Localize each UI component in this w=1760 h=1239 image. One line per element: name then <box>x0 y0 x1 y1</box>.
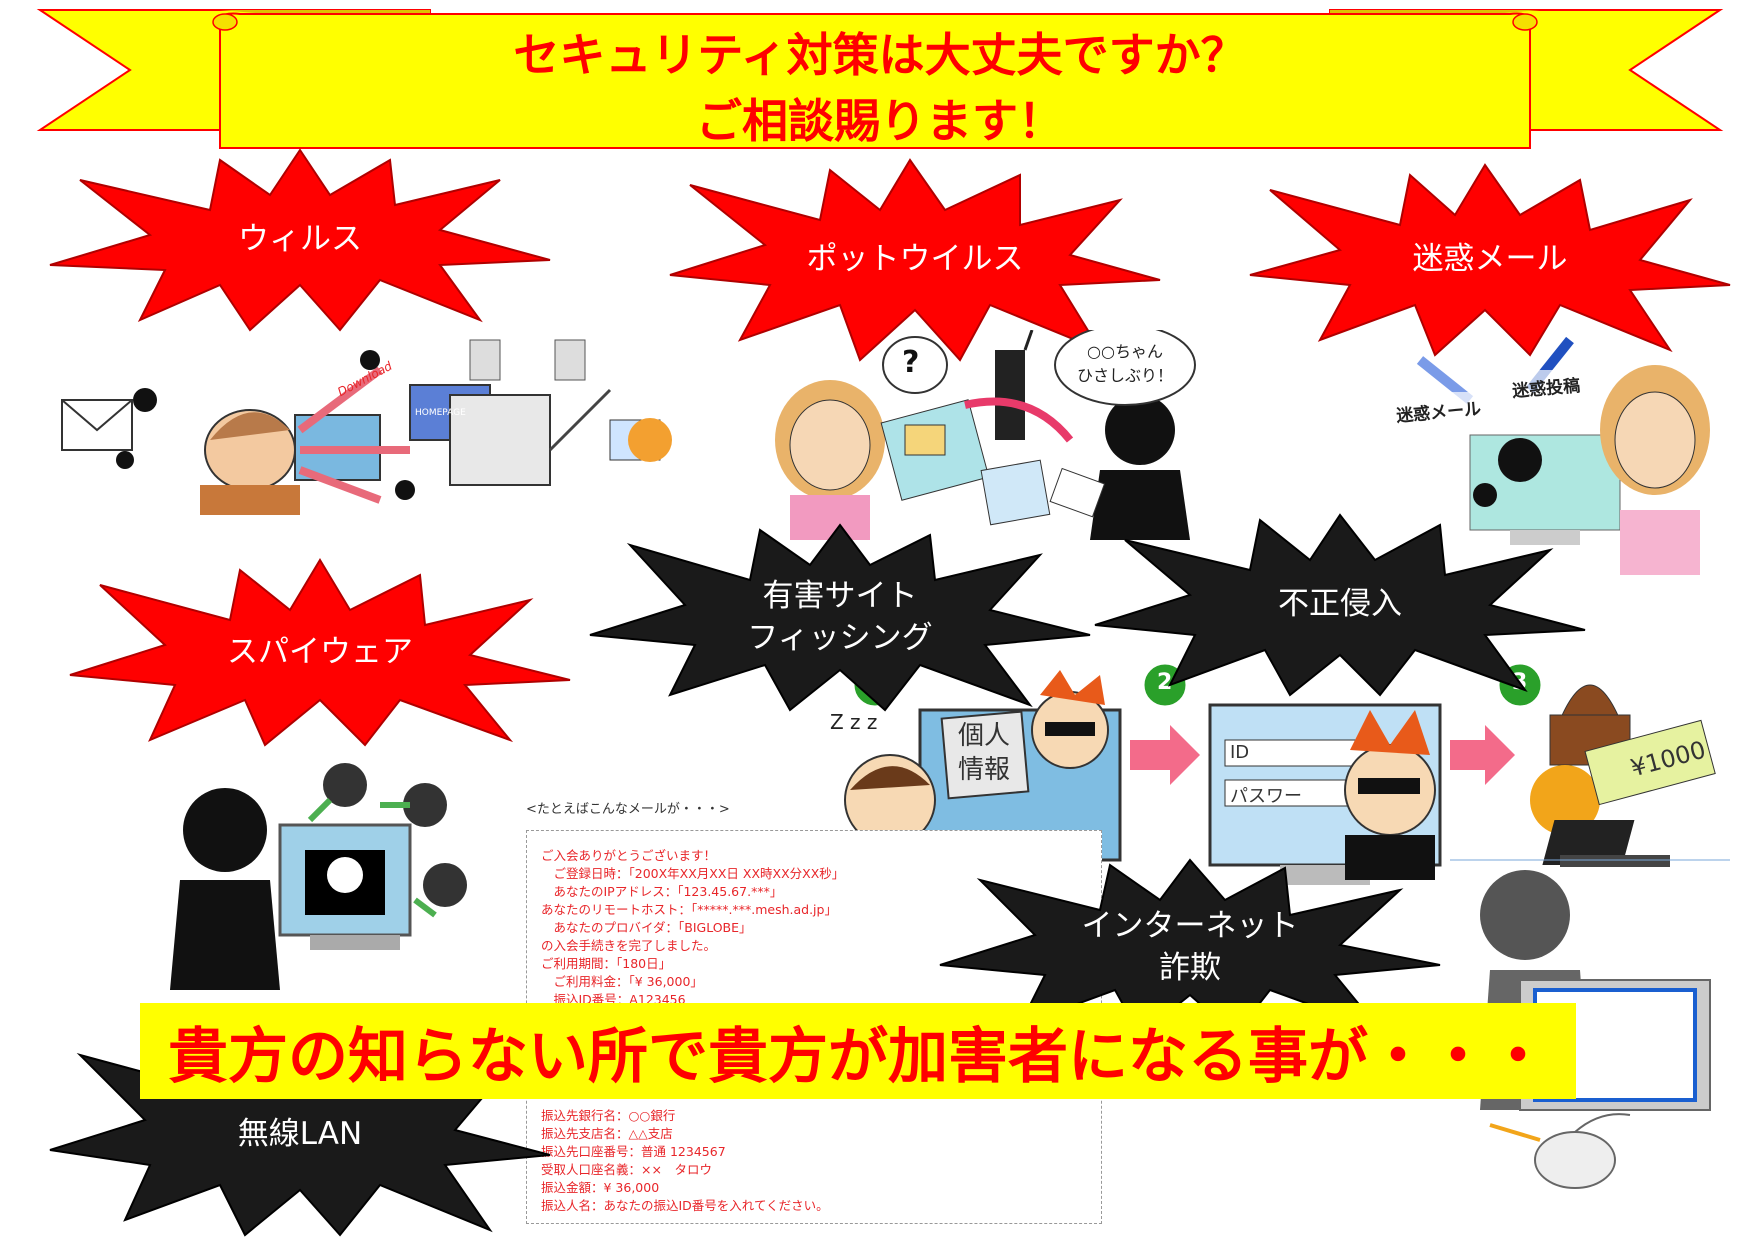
burst-shape <box>1249 163 1731 357</box>
label-wireless-lan: 無線LAN <box>237 1116 363 1153</box>
label-internet-fraud: インターネット 詐欺 <box>1081 907 1299 986</box>
zzz-label: Z z z <box>830 710 878 734</box>
warning-banner: 貴方の知らない所で貴方が加害者になる事が・・・ <box>140 1003 1576 1099</box>
banner-ribbon <box>36 9 1724 149</box>
mail-line: ご登録日時：「200X年XX月XX日 XX時XX分XX秒」 <box>541 866 845 881</box>
mail-line: あなたのIPアドレス：「123.45.67.***」 <box>541 884 783 899</box>
label-bot-virus: ポットウイルス <box>806 241 1024 278</box>
burst-virus: ウィルス <box>49 148 551 332</box>
spam-art <box>1390 336 1710 575</box>
personal-info-label: 個人 情報 <box>958 721 1011 785</box>
label-spyware: スパイウェア <box>227 633 413 670</box>
mail-line: の入会手続きを完了しました。 <box>541 938 717 953</box>
mail-line: ご入会ありがとうございます！ <box>541 848 717 863</box>
label-intrusion: 不正侵入 <box>1278 586 1402 623</box>
burst-bot-virus: ポットウイルス <box>669 158 1161 362</box>
mail-line: 振込先銀行名：○○銀行 <box>541 1108 676 1123</box>
mail-example-caption: <たとえばこんなメールが・・・> <box>526 802 730 817</box>
burst-intrusion: 不正侵入 <box>1094 513 1586 697</box>
top-banner: セキュリティ対策は大丈夫ですか？ ご相談賜ります！ <box>0 0 1760 160</box>
label-virus: ウィルス <box>238 221 362 258</box>
burst-shape <box>669 158 1161 362</box>
mail-line: 振込金額：¥ 36,000 <box>541 1180 660 1195</box>
mail-line: 振込先口座番号：普通 1234567 <box>541 1144 726 1159</box>
id-field-label: ID <box>1230 742 1250 763</box>
label-phishing: 有害サイト フィッシング <box>747 577 933 656</box>
spyware-illustration <box>170 760 490 990</box>
mail-line: 振込人名：あなたの振込ID番号を入れてください。 <box>541 1198 829 1213</box>
burst-spam-mail: 迷惑メール <box>1249 163 1731 357</box>
speech-bubble-text: ○○ちゃん ひさしぶり！ <box>1076 342 1173 385</box>
burst-shape <box>939 858 1441 1037</box>
virus-download-illustration: Download HOMEPAGE <box>50 330 700 530</box>
step-2-number: 2 <box>1157 670 1173 695</box>
mail-line: 振込先支店名：△△支店 <box>541 1126 673 1141</box>
burst-spyware: スパイウェア <box>69 558 571 747</box>
burst-shape <box>49 148 551 332</box>
burst-phishing: 有害サイト フィッシング <box>589 523 1091 712</box>
mail-line: ご利用期間：「180日」 <box>541 956 672 971</box>
mail-line: ご利用料金：「¥ 36,000」 <box>541 974 703 989</box>
mail-line: 受取人口座名義：×× タロウ <box>541 1162 712 1177</box>
burst-shape <box>69 558 571 747</box>
mail-line: あなたのプロバイダ：「BIGLOBE」 <box>541 920 752 935</box>
burst-shape <box>589 523 1091 712</box>
page-title: セキュリティ対策は大丈夫ですか？ ご相談賜ります！ <box>513 28 1247 148</box>
bot-illustration: ? ○○ちゃん ひさしぶり！ <box>770 324 1210 540</box>
password-field-label: パスワー <box>1230 786 1302 807</box>
spyware-art <box>170 763 467 990</box>
label-spam-mail: 迷惑メール <box>1412 241 1568 278</box>
burst-shape <box>1094 513 1586 697</box>
mail-line: あなたのリモートホスト：「*****.***.mesh.ad.jp」 <box>541 902 837 917</box>
homepage-label: HOMEPAGE <box>415 408 466 418</box>
virus-download-art <box>61 339 672 515</box>
bot-art <box>775 324 1196 540</box>
spam-illustration: 迷惑メール 迷惑投稿 <box>1390 330 1720 580</box>
warning-text: 貴方の知らない所で貴方が加害者になる事が・・・ <box>168 1021 1548 1092</box>
question-mark: ? <box>902 345 920 380</box>
burst-internet-fraud: インターネット 詐欺 <box>939 858 1441 1037</box>
